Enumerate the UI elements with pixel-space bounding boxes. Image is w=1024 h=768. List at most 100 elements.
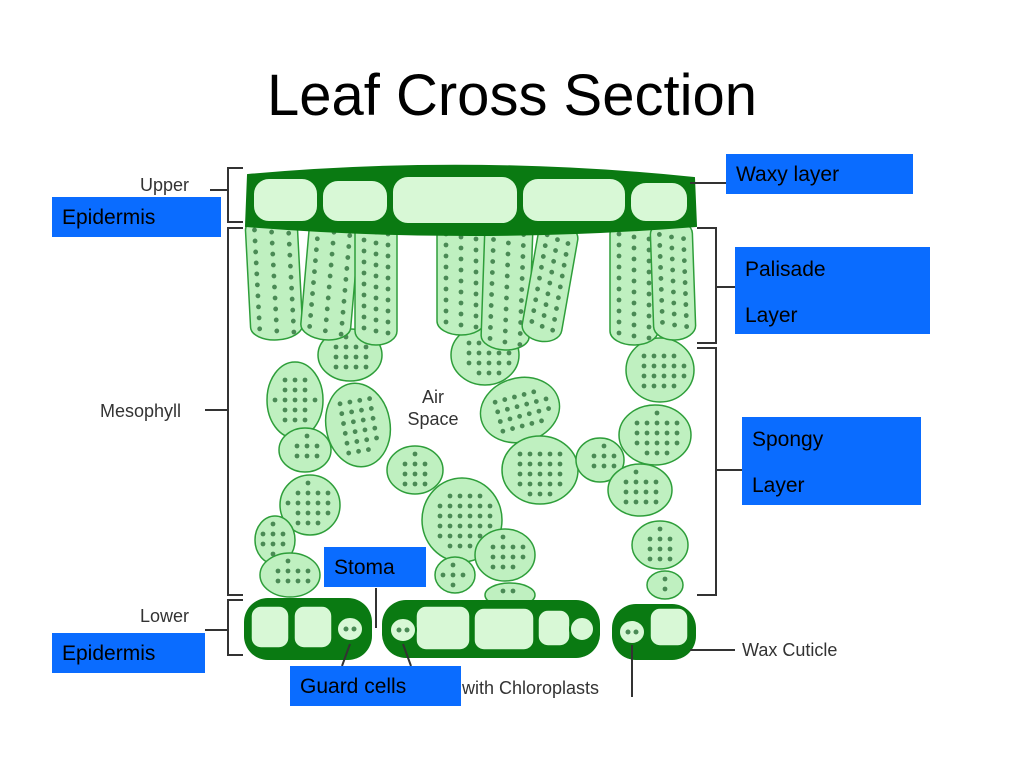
chloroplast-dot [364,437,370,443]
chloroplast-dot [458,256,464,262]
chloroplast-dot [496,370,502,376]
chloroplast-dot [447,503,453,509]
chloroplast-dot [440,572,446,578]
chloroplast-dot [496,350,502,356]
chloroplast-dot [447,523,453,529]
chloroplast-dot [531,389,537,395]
chloroplast-dot [304,443,310,449]
chloroplast-dot [385,264,391,270]
spongy-cell [631,520,689,570]
palisade-line1: Palisade [745,258,826,281]
chloroplast-dot [305,500,311,506]
chloroplast-dot [644,430,650,436]
chloroplast-dot [339,411,345,417]
chloroplast-dot [292,407,298,413]
chloroplast-dot [601,463,607,469]
chloroplast-dot [349,409,355,415]
chloroplast-dot [361,303,367,309]
spongy-cell [279,474,341,536]
chloroplast-dot [333,344,339,350]
chloroplast-dot [681,236,686,242]
chloroplast-dot [684,324,690,329]
chloroplast-dot [504,295,509,301]
chloroplast-dot [490,259,496,264]
chloroplast-dot [361,248,367,254]
chloroplast-dot [490,248,496,253]
guard-cells-callout: Guard cells [290,666,461,706]
chloroplast-dot [352,429,358,435]
chloroplast-dot [373,262,379,268]
chloroplast-dot [304,453,310,459]
chloroplast-dot [670,278,676,284]
chloroplast-dot [307,324,313,329]
chloroplast-dot [550,327,556,333]
chloroplast-dot [302,377,308,383]
chloroplast-dot [491,237,496,242]
chloroplast-dot [487,503,493,509]
chloroplast-dot [270,251,276,257]
chloroplast-dot [290,318,296,324]
chloroplast-dot [254,282,260,288]
chloroplast-dot [255,293,261,299]
chloroplast-dot [443,242,449,248]
chloroplast-dot [295,578,301,584]
chloroplast-dot [527,481,533,487]
chloroplast-dot [623,489,629,495]
chloroplast-dot [631,278,637,284]
chloroplast-dot [312,269,317,275]
chloroplast-dot [547,461,553,467]
chloroplast-dot [520,254,526,259]
chloroplast-dot [473,247,479,253]
chloroplast-dot [366,447,371,452]
chloroplast-dot [325,500,331,506]
chloroplast-dot [616,297,622,303]
chloroplast-dot [252,238,258,244]
chloroplast-dot [339,320,345,326]
chloroplast-dot [341,298,347,304]
chloroplast-dot [285,568,291,574]
chloroplast-dot [477,533,483,539]
chloroplast-dot [547,471,553,477]
chloroplast-dot [616,286,622,292]
chloroplast-dot [683,313,689,318]
chloroplast-dot [547,280,553,286]
chloroplast-dot [542,243,548,249]
chloroplast-dot [646,313,652,319]
chloroplast-dot [340,309,346,315]
palisade-cell [436,219,486,336]
chloroplast-dot [447,493,453,499]
chloroplast-dot [270,521,276,527]
chloroplast-dot [657,243,663,248]
chloroplast-dot [343,364,349,370]
chloroplast-dot [633,489,639,495]
chloroplast-dot [510,554,516,560]
chloroplast-dot [631,322,637,328]
chloroplast-dot [443,253,449,259]
chloroplast-dot [505,240,511,246]
chloroplast-dot [412,461,418,467]
chloroplast-dot [295,568,301,574]
chloroplast-dot [633,629,639,635]
chloroplast-dot [664,420,670,426]
chloroplast-dot [447,533,453,539]
chloroplast-dot [488,325,493,330]
chloroplast-dot [517,481,523,487]
palisade-cells [244,214,697,351]
air-space-line2: Space [407,409,459,429]
air-space-label: Air Space [396,386,470,430]
chloroplast-dot [292,397,298,403]
epidermal-cell [321,179,389,223]
chloroplast-dot [458,311,464,317]
chloroplast-dot [611,463,617,469]
chloroplast-dot [404,627,410,633]
chloroplast-dot [304,433,310,439]
chloroplast-dot [458,322,464,328]
chloroplast-dot [670,267,676,273]
lower-epidermis [244,598,696,660]
spongy-cell [607,463,673,517]
chloroplast-dot [305,480,311,486]
chloroplast-dot [422,471,428,477]
chloroplast-dot [551,258,557,264]
chloroplast-dot [505,251,511,257]
chloroplast-dot [361,314,367,320]
